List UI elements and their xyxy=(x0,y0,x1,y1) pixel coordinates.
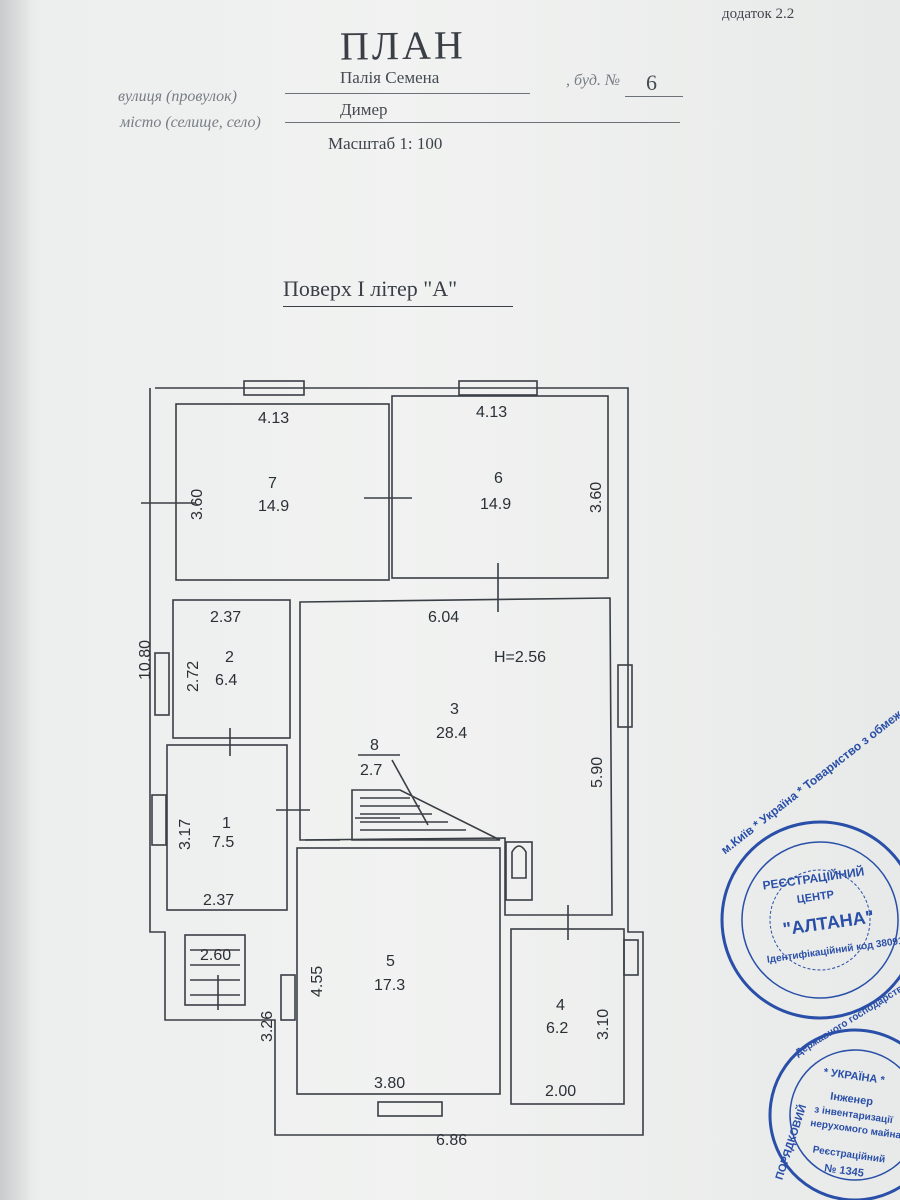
building-label: , буд. № xyxy=(566,72,621,89)
room-1-number: 1 xyxy=(222,815,231,832)
room-7-outline xyxy=(175,403,390,581)
room-2-width: 2.37 xyxy=(210,609,241,626)
stamp-altana: м.Київ * Україна * Товариство з обмежено… xyxy=(718,620,900,1020)
outer-wall xyxy=(149,387,644,1136)
street-underline xyxy=(285,93,530,94)
stamp2-ring: Державного господарства України * Мініст… xyxy=(793,815,900,1059)
room-3-length: 5.90 xyxy=(589,757,606,788)
annex-label: додаток 2.2 xyxy=(722,6,795,22)
room-6-width: 4.13 xyxy=(476,404,507,421)
scale-label: Масштаб 1: 100 xyxy=(328,134,443,153)
room-7-number: 7 xyxy=(268,475,277,492)
room-8-area: 2.7 xyxy=(360,762,382,779)
stamp2-line5: № 1345 xyxy=(823,1162,864,1179)
room-3-number: 3 xyxy=(450,701,459,718)
room-2-outline xyxy=(172,599,291,739)
room-1-width: 2.37 xyxy=(203,892,234,909)
city-value: Димер xyxy=(340,100,388,119)
stair-8 xyxy=(351,789,501,841)
room-2-length: 2.72 xyxy=(185,661,202,692)
room-2-area: 6.4 xyxy=(215,672,237,689)
room-2-number: 2 xyxy=(225,649,234,666)
room-8-number: 8 xyxy=(370,737,379,754)
room-7-length: 3.60 xyxy=(189,489,206,520)
building-underline xyxy=(625,96,683,97)
room-5-outline xyxy=(296,847,501,1095)
porch-outline xyxy=(184,934,246,1006)
room-3-outline xyxy=(299,597,613,916)
street-value: Палія Семена xyxy=(340,68,440,87)
window-top-left xyxy=(243,380,305,396)
building-value: 6 xyxy=(646,70,657,95)
stamp1-center2: ЦЕНТР xyxy=(796,889,835,906)
room-4-width: 2.00 xyxy=(545,1083,576,1100)
room-1-length: 3.17 xyxy=(177,819,194,850)
window-right-4 xyxy=(623,939,639,976)
overall-width: 6.86 xyxy=(436,1132,467,1149)
room-5-width: 3.80 xyxy=(374,1075,405,1092)
city-underline xyxy=(285,122,680,123)
window-right-3 xyxy=(617,664,633,728)
room-5-number: 5 xyxy=(386,953,395,970)
floor-title: Поверх I літер "А" xyxy=(283,276,458,301)
overall-length: 10.80 xyxy=(137,640,154,680)
window-top-right xyxy=(458,380,538,396)
room-1-outline xyxy=(166,744,288,911)
stamp2-line4: Реєстраційний xyxy=(812,1145,886,1166)
porch-width: 2.60 xyxy=(200,947,231,964)
room-5-area: 17.3 xyxy=(374,977,405,994)
room-6-area: 14.9 xyxy=(480,496,511,513)
street-label: вулиця (провулок) xyxy=(118,88,237,105)
room-7-area: 14.9 xyxy=(258,498,289,515)
window-left-2 xyxy=(154,652,170,716)
stamp1-center1: РЕЄСТРАЦІЙНИЙ xyxy=(762,863,866,892)
room-6-outline xyxy=(391,395,609,579)
stamp1-name: "АЛТАНА" xyxy=(782,907,876,940)
room-6-number: 6 xyxy=(494,470,503,487)
room-5-length: 4.55 xyxy=(309,966,326,997)
floor-title-underline xyxy=(283,306,513,307)
room-3-area: 28.4 xyxy=(436,725,467,742)
room-6-length: 3.60 xyxy=(588,482,605,513)
room-4-number: 4 xyxy=(556,997,565,1014)
page-fold-shadow xyxy=(0,0,28,1200)
window-bottom xyxy=(377,1101,443,1117)
porch-length: 3.26 xyxy=(259,1011,276,1042)
room-4-area: 6.2 xyxy=(546,1020,568,1037)
stamp2-country: * УКРАЇНА * xyxy=(823,1065,886,1087)
room-4-length: 3.10 xyxy=(595,1009,612,1040)
room-7-width: 4.13 xyxy=(258,410,289,427)
window-left-5 xyxy=(280,974,296,1021)
stamp2-line1: Інженер xyxy=(830,1090,874,1108)
city-label: місто (селище, село) xyxy=(120,114,261,131)
room-1-area: 7.5 xyxy=(212,834,234,851)
room-3-width: 6.04 xyxy=(428,609,459,626)
window-left-1 xyxy=(151,794,167,846)
ceiling-height: H=2.56 xyxy=(494,649,546,666)
